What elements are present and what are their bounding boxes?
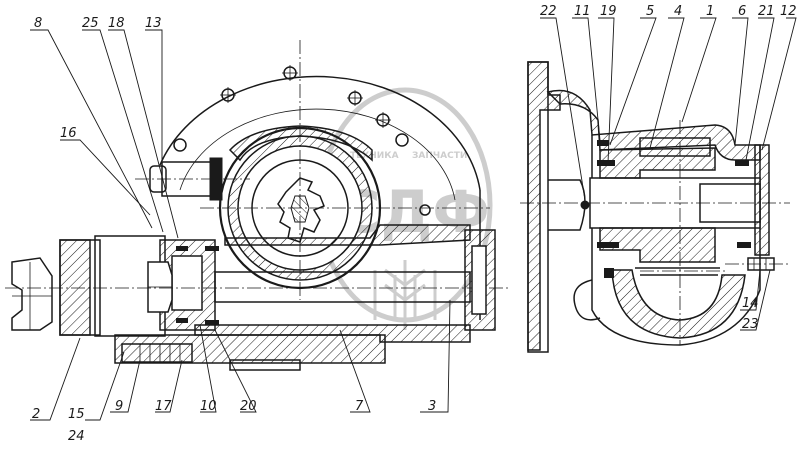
callout-1: 1 <box>706 4 714 19</box>
end-fitting <box>11 257 53 331</box>
left-view <box>5 40 510 371</box>
callout-labels: 8 25 18 13 16 2 15 24 9 17 10 20 7 3 22 … <box>32 4 797 444</box>
callout-10: 10 <box>200 399 217 414</box>
seal-bot-mid <box>205 320 219 325</box>
callout-15: 15 <box>68 407 85 422</box>
shaft-ball <box>580 200 590 210</box>
callout-14: 14 <box>742 296 759 311</box>
callout-21: 21 <box>758 4 775 19</box>
base-foot <box>229 359 301 371</box>
callout-11: 11 <box>574 4 591 19</box>
callout-6: 6 <box>738 4 746 19</box>
upper-housing <box>228 125 373 162</box>
end-cap-inner <box>471 245 487 315</box>
seal-bot-left <box>176 318 188 323</box>
callout-9: 9 <box>115 399 123 414</box>
bottom-screw <box>121 343 193 363</box>
callout-4: 4 <box>674 4 682 19</box>
leader-lines <box>30 17 797 421</box>
sleeve-top <box>599 147 716 179</box>
gear-tooth-box <box>639 137 711 157</box>
rack-base <box>114 334 386 364</box>
callout-22: 22 <box>540 4 557 19</box>
mount-flange <box>527 61 561 351</box>
piston-core <box>171 255 203 311</box>
callout-8: 8 <box>34 16 42 31</box>
callout-2: 2 <box>32 407 40 422</box>
gear-sector <box>635 267 720 276</box>
seal-r5 <box>737 242 751 248</box>
callout-20: 20 <box>240 399 257 414</box>
left-cylinder-flange <box>59 239 91 336</box>
right-view <box>520 61 790 353</box>
callout-17: 17 <box>155 399 172 414</box>
callout-16: 16 <box>60 126 77 141</box>
callout-24: 24 <box>68 429 85 444</box>
seal-r2 <box>597 160 615 166</box>
flange-ears <box>548 179 586 231</box>
callout-25: 25 <box>82 16 99 31</box>
lower-left-lobe <box>573 279 601 321</box>
flange-arc-inner <box>179 108 456 201</box>
right-end-cap <box>754 144 770 256</box>
callout-3: 3 <box>428 399 436 414</box>
callout-13: 13 <box>145 16 162 31</box>
seal-r1 <box>597 140 609 146</box>
flange-arc <box>159 75 481 191</box>
callout-23: 23 <box>742 317 759 332</box>
watermark-line1: ТЕХНИКА <box>350 151 399 161</box>
watermark-line2: ЗАПЧАСТИ <box>412 151 467 161</box>
mount-flange-face <box>527 61 549 353</box>
bolt-holes <box>173 65 431 216</box>
housing-bottom-bulge <box>611 269 746 339</box>
sleeve-bottom <box>599 227 716 263</box>
seal-top-left <box>176 246 188 251</box>
seal-r3 <box>597 242 619 248</box>
callout-7: 7 <box>355 399 364 414</box>
callout-5: 5 <box>646 4 654 19</box>
seal-r6 <box>604 268 614 278</box>
seal-r4 <box>735 160 749 166</box>
callout-19: 19 <box>600 4 617 19</box>
seal-top-mid <box>205 246 219 251</box>
callout-18: 18 <box>108 16 125 31</box>
wheat-icon <box>373 260 437 330</box>
callout-12: 12 <box>780 4 797 19</box>
